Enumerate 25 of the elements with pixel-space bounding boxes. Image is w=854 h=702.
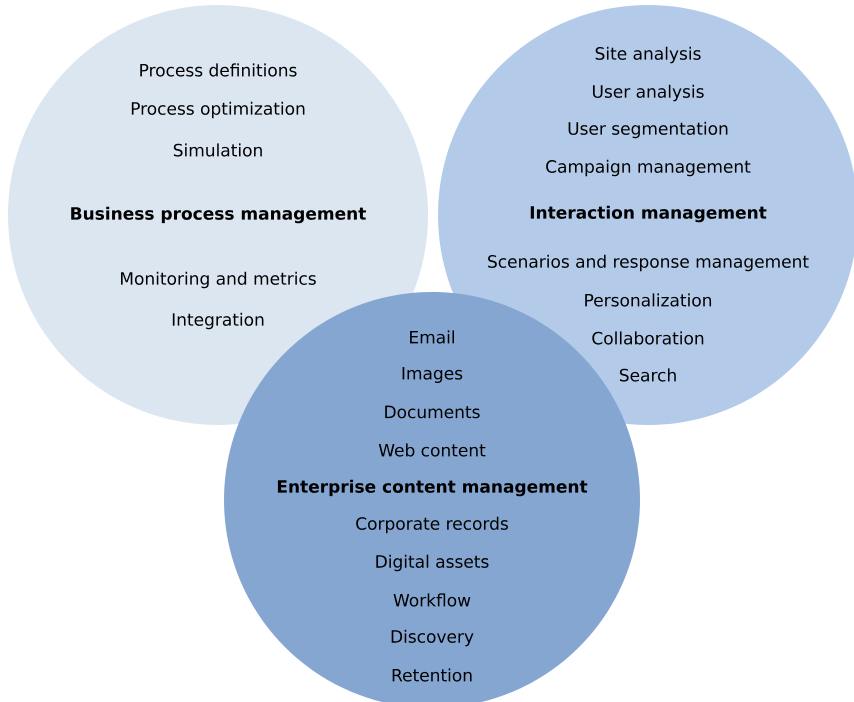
heading: Enterprise content management [278, 480, 588, 496]
item-label: Email [410, 330, 454, 344]
item-label: Monitoring and metrics [121, 272, 316, 288]
item-label: Site analysis [596, 46, 701, 64]
item-label: Workflow [394, 593, 470, 607]
item-label: Process definitions [140, 63, 297, 77]
item-label: Web content [378, 443, 486, 457]
item-label: Collaboration [592, 331, 704, 345]
item-label: Simulation [174, 143, 262, 157]
item-label: Documents [385, 406, 480, 418]
item-label: User analysis [593, 84, 704, 102]
item-label: Scenarios and response management [488, 254, 809, 272]
item-label: Integration [172, 312, 264, 330]
item-label: User segmentation [568, 122, 728, 138]
heading: Business process management [71, 206, 366, 224]
item-label: Retention [392, 668, 472, 682]
item-label: Process optimization [132, 102, 304, 118]
item-label: Campaign management [546, 160, 750, 176]
item-label: Discovery [392, 630, 474, 646]
heading: Interaction management [530, 206, 766, 222]
item-label: Corporate records [356, 516, 508, 534]
item-label: Search [620, 368, 676, 382]
item-label: Personalization [585, 293, 712, 307]
item-label: Digital assets [376, 554, 488, 572]
item-label: Images [402, 367, 462, 383]
